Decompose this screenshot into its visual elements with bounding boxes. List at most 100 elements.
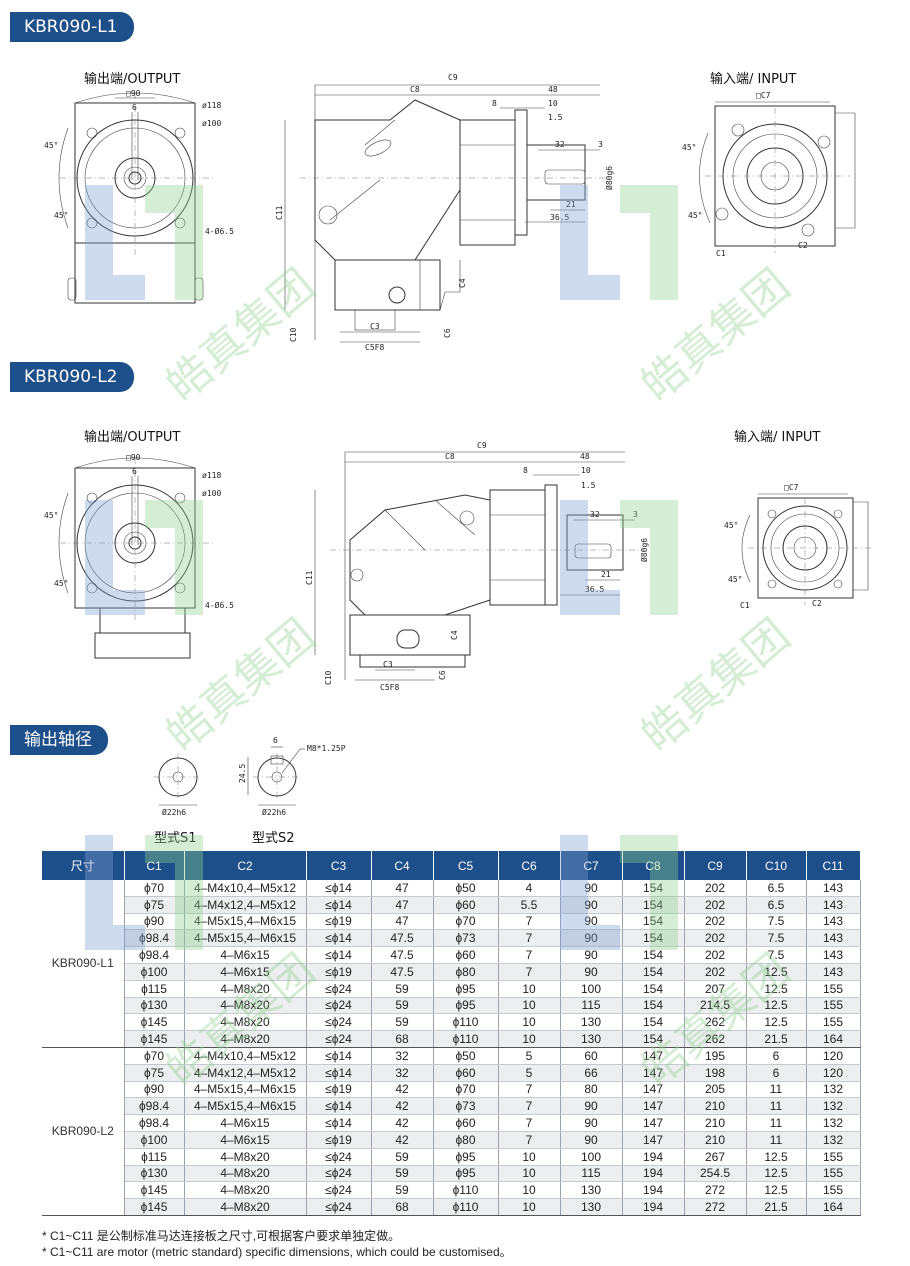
- table-cell: 4–M6x15: [184, 1114, 307, 1132]
- table-cell: 60: [560, 1047, 623, 1065]
- table-cell: ϕ100: [124, 963, 185, 981]
- dim-c7-l2: □C7: [784, 483, 799, 492]
- dim-45-input-b: 45°: [688, 211, 702, 220]
- table-cell: 194: [622, 1198, 685, 1216]
- table-cell: 130: [560, 1030, 623, 1048]
- table-cell: ≤ϕ19: [306, 1081, 372, 1099]
- table-cell: 115: [560, 997, 623, 1015]
- dim-21-l2: 21: [601, 570, 611, 579]
- table-cell: ≤ϕ24: [306, 1148, 372, 1166]
- output-label-l1: 输出端/OUTPUT: [84, 72, 181, 87]
- table-cell: 155: [806, 1013, 861, 1032]
- table-cell: ϕ115: [124, 980, 185, 998]
- table-cell: ϕ98.4: [124, 946, 185, 964]
- table-cell: 120: [806, 1047, 861, 1065]
- table-cell: 147: [622, 1114, 685, 1132]
- table-cell: 47.5: [371, 963, 434, 981]
- dim-holes-l2: 4-Ø6.5: [205, 600, 234, 610]
- table-cell: 4–M8x20: [184, 1181, 307, 1200]
- table-cell: 143: [806, 929, 861, 948]
- table-cell: 80: [560, 1081, 623, 1099]
- note-en: * C1~C11 are motor (metric standard) spe…: [42, 1245, 512, 1259]
- table-cell: 130: [560, 1181, 623, 1200]
- table-cell: 210: [684, 1131, 747, 1149]
- table-cell: 12.5: [746, 980, 807, 998]
- table-cell: 132: [806, 1114, 861, 1132]
- table-cell: 4–M8x20: [184, 997, 307, 1015]
- section-tag-l1: KBR090-L1: [10, 12, 134, 42]
- table-header-cell: C11: [806, 851, 861, 880]
- table-cell: ϕ80: [433, 963, 499, 981]
- table-cell: ϕ50: [433, 1047, 499, 1065]
- table-cell: ≤ϕ14: [306, 1064, 372, 1082]
- table-cell: ϕ115: [124, 1148, 185, 1166]
- table-cell: ≤ϕ24: [306, 1165, 372, 1183]
- shaft-s2-thread: M8*1.25P: [307, 744, 346, 753]
- table-cell: 32: [371, 1047, 434, 1065]
- table-cell: ≤ϕ19: [306, 1131, 372, 1149]
- dim-holes: 4-Ø6.5: [205, 226, 234, 236]
- table-cell: 147: [622, 1047, 685, 1065]
- dim-8: 8: [492, 99, 497, 108]
- table-cell: ≤ϕ24: [306, 997, 372, 1015]
- table-cell: 10: [498, 1198, 561, 1216]
- dim-c10: C10: [289, 327, 298, 342]
- table-header-cell: C1: [124, 851, 185, 880]
- table-cell: ≤ϕ24: [306, 1181, 372, 1200]
- dim-c9: C9: [448, 73, 458, 82]
- table-cell: 132: [806, 1097, 861, 1116]
- table-cell: 11: [746, 1081, 807, 1099]
- table-cell: ϕ60: [433, 1064, 499, 1082]
- table-cell: 205: [684, 1081, 747, 1099]
- dim-48-l2: 48: [580, 452, 590, 461]
- table-cell: 132: [806, 1131, 861, 1149]
- table-cell: 59: [371, 1181, 434, 1200]
- table-cell: ≤ϕ24: [306, 1198, 372, 1216]
- table-cell: ≤ϕ24: [306, 980, 372, 998]
- table-cell: ϕ110: [433, 1013, 499, 1032]
- table-cell: 59: [371, 997, 434, 1015]
- table-cell: ≤ϕ14: [306, 1047, 372, 1065]
- table-cell: 4–M4x12,4–M5x12: [184, 896, 307, 914]
- table-cell: 47: [371, 896, 434, 914]
- table-cell: 155: [806, 997, 861, 1015]
- table-cell: 120: [806, 1064, 861, 1082]
- table-cell: ϕ110: [433, 1181, 499, 1200]
- table-cell: ϕ98.4: [124, 929, 185, 948]
- table-cell: ϕ60: [433, 896, 499, 914]
- table-cell: 12.5: [746, 963, 807, 981]
- table-cell: 4–M8x20: [184, 1030, 307, 1048]
- watermark-text-2: 皓真集团: [632, 259, 800, 412]
- shaft-s2-height: 24.5: [238, 764, 247, 783]
- section-tag-l2: KBR090-L2: [10, 362, 134, 392]
- table-cell: 143: [806, 913, 861, 931]
- dim-c6: C6: [443, 328, 452, 338]
- table-cell: ≤ϕ19: [306, 913, 372, 931]
- table-cell: ≤ϕ14: [306, 896, 372, 914]
- input-label-l1: 输入端/ INPUT: [710, 72, 797, 87]
- table-cell: 90: [560, 1114, 623, 1132]
- table-cell: 194: [622, 1148, 685, 1166]
- table-cell: 12.5: [746, 1013, 807, 1032]
- table-cell: ϕ80: [433, 1131, 499, 1149]
- table-cell: ≤ϕ19: [306, 963, 372, 981]
- table-cell: 6: [746, 1064, 807, 1082]
- table-cell: 5: [498, 1047, 561, 1065]
- table-cell: 59: [371, 1013, 434, 1032]
- table-cell: 90: [560, 946, 623, 964]
- table-cell: ϕ95: [433, 997, 499, 1015]
- table-cell: 47: [371, 880, 434, 897]
- shaft-s2-width: 6: [273, 736, 278, 745]
- table-cell: 66: [560, 1064, 623, 1082]
- table-cell: 164: [806, 1198, 861, 1216]
- table-cell: 7.5: [746, 946, 807, 964]
- table-cell: 90: [560, 880, 623, 897]
- dim-six: 6: [132, 103, 137, 112]
- table-cell: 42: [371, 1114, 434, 1132]
- table-cell: 155: [806, 1181, 861, 1200]
